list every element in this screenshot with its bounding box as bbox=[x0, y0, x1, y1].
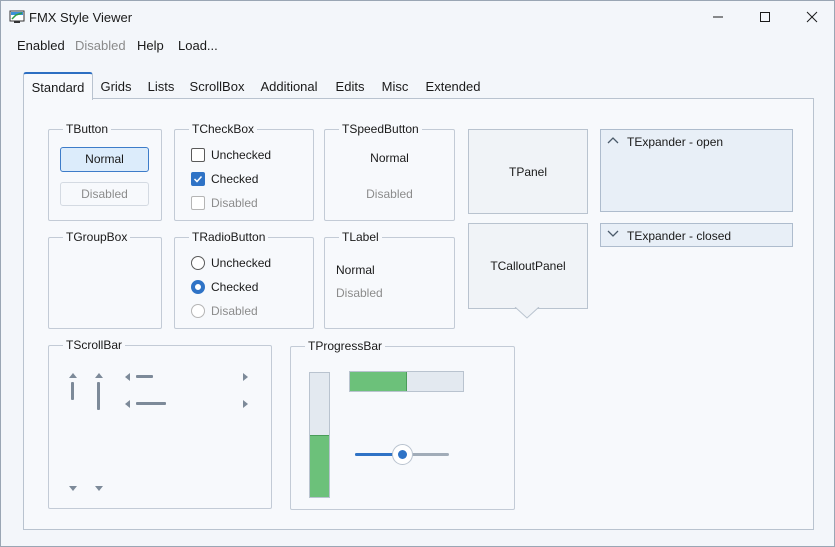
group-tcheckbox: TCheckBox Unchecked Checked Disabled bbox=[174, 122, 314, 221]
title-bar: FMX Style Viewer bbox=[1, 1, 834, 33]
group-title-tbutton: TButton bbox=[63, 122, 112, 136]
scroll-left-arrow-icon[interactable] bbox=[123, 372, 131, 382]
tpanel: TPanel bbox=[468, 129, 588, 214]
group-tlabel: TLabel Normal Disabled bbox=[324, 230, 455, 329]
close-button[interactable] bbox=[789, 1, 835, 33]
texpander-open: TExpander - open bbox=[600, 129, 793, 212]
tab-lists[interactable]: Lists bbox=[147, 79, 175, 94]
checkbox-checked[interactable] bbox=[191, 172, 205, 186]
trackbar-track[interactable] bbox=[355, 444, 449, 465]
horizontal-scrollbar-thumb[interactable] bbox=[136, 402, 166, 405]
group-title-tprogressbar: TProgressBar bbox=[305, 339, 386, 353]
tab-additional[interactable]: Additional bbox=[260, 79, 318, 94]
group-title-tlabel: TLabel bbox=[339, 230, 382, 244]
horizontal-progress-fill bbox=[350, 372, 407, 391]
vertical-progress-bar bbox=[309, 372, 330, 498]
disabled-button[interactable]: Disabled bbox=[60, 182, 149, 206]
group-title-tcheckbox: TCheckBox bbox=[189, 122, 258, 136]
scroll-left-arrow-icon[interactable] bbox=[123, 399, 131, 409]
normal-button[interactable]: Normal bbox=[60, 147, 149, 172]
menu-disabled[interactable]: Disabled bbox=[75, 38, 126, 53]
tab-edits[interactable]: Edits bbox=[335, 79, 365, 94]
radio-unchecked-row[interactable]: Unchecked bbox=[191, 256, 271, 270]
radio-checked-label: Checked bbox=[211, 280, 259, 294]
window-title: FMX Style Viewer bbox=[29, 10, 133, 25]
callout-pointer bbox=[514, 307, 540, 319]
checkbox-disabled-label: Disabled bbox=[211, 196, 258, 210]
radio-disabled-label: Disabled bbox=[211, 304, 258, 318]
radio-disabled-row[interactable]: Disabled bbox=[191, 304, 258, 318]
texpander-closed: TExpander - closed bbox=[600, 223, 793, 247]
group-tbutton: TButton Normal Disabled bbox=[48, 122, 162, 221]
scroll-down-arrow-icon[interactable] bbox=[68, 485, 78, 493]
group-tprogressbar: TProgressBar bbox=[290, 339, 515, 510]
tab-strip: Standard Grids Lists ScrollBox Additiona… bbox=[23, 72, 813, 100]
tab-extended[interactable]: Extended bbox=[425, 79, 481, 94]
app-icon bbox=[9, 10, 25, 23]
group-tscrollbar: TScrollBar bbox=[48, 338, 272, 509]
maximize-icon bbox=[760, 12, 770, 22]
tab-scrollbox[interactable]: ScrollBox bbox=[189, 79, 245, 94]
vertical-scrollbar-thumb[interactable] bbox=[97, 382, 100, 410]
texpander-open-label[interactable]: TExpander - open bbox=[627, 135, 724, 149]
label-disabled: Disabled bbox=[336, 286, 383, 300]
radio-unchecked-label: Unchecked bbox=[211, 256, 272, 270]
radio-checked-row[interactable]: Checked bbox=[191, 280, 258, 294]
trackbar-fill bbox=[355, 453, 402, 456]
tcalloutpanel: TCalloutPanel bbox=[468, 223, 588, 309]
checkmark-icon bbox=[193, 175, 203, 183]
group-title-tspeedbutton: TSpeedButton bbox=[339, 122, 422, 136]
group-title-tgroupbox: TGroupBox bbox=[63, 230, 131, 244]
maximize-button[interactable] bbox=[742, 1, 788, 33]
scroll-down-arrow-icon[interactable] bbox=[94, 485, 104, 493]
checkbox-checked-label: Checked bbox=[211, 172, 259, 186]
horizontal-scrollbar-thumb[interactable] bbox=[136, 375, 153, 378]
chevron-down-icon[interactable] bbox=[607, 229, 619, 239]
tcalloutpanel-label: TCalloutPanel bbox=[490, 259, 566, 273]
group-tgroupbox: TGroupBox bbox=[48, 230, 162, 329]
scroll-right-arrow-icon[interactable] bbox=[242, 372, 250, 382]
tab-standard[interactable]: Standard bbox=[23, 72, 93, 100]
trackbar-thumb-dot bbox=[398, 450, 407, 459]
radio-checked[interactable] bbox=[191, 280, 205, 294]
checkbox-unchecked[interactable] bbox=[191, 148, 205, 162]
checkbox-disabled[interactable] bbox=[191, 196, 205, 210]
label-normal: Normal bbox=[336, 263, 375, 277]
group-tspeedbutton: TSpeedButton Normal Disabled bbox=[324, 122, 455, 221]
radio-unchecked[interactable] bbox=[191, 256, 205, 270]
group-title-tradiobutton: TRadioButton bbox=[189, 230, 269, 244]
menu-load[interactable]: Load... bbox=[178, 38, 218, 53]
minimize-button[interactable] bbox=[695, 1, 741, 33]
group-title-tscrollbar: TScrollBar bbox=[63, 338, 126, 352]
menu-enabled[interactable]: Enabled bbox=[17, 38, 65, 53]
scroll-up-arrow-icon[interactable] bbox=[94, 371, 104, 379]
checkbox-unchecked-row[interactable]: Unchecked bbox=[191, 148, 271, 162]
radio-disabled[interactable] bbox=[191, 304, 205, 318]
tab-misc[interactable]: Misc bbox=[381, 79, 409, 94]
texpander-closed-label[interactable]: TExpander - closed bbox=[627, 229, 732, 243]
trackbar-thumb[interactable] bbox=[392, 444, 413, 465]
menu-help[interactable]: Help bbox=[137, 38, 164, 53]
checkbox-checked-row[interactable]: Checked bbox=[191, 172, 258, 186]
chevron-up-icon[interactable] bbox=[607, 135, 619, 145]
vertical-scrollbar-thumb[interactable] bbox=[71, 382, 74, 400]
checkbox-unchecked-label: Unchecked bbox=[211, 148, 272, 162]
speedbutton-normal[interactable]: Normal bbox=[370, 151, 409, 165]
checkbox-disabled-row[interactable]: Disabled bbox=[191, 196, 258, 210]
tpanel-label: TPanel bbox=[508, 164, 548, 179]
tab-grids[interactable]: Grids bbox=[100, 79, 132, 94]
speedbutton-disabled[interactable]: Disabled bbox=[366, 187, 413, 201]
scroll-right-arrow-icon[interactable] bbox=[242, 399, 250, 409]
scroll-up-arrow-icon[interactable] bbox=[68, 371, 78, 379]
vertical-progress-fill bbox=[310, 435, 329, 497]
horizontal-progress-bar bbox=[349, 371, 464, 392]
close-icon bbox=[806, 11, 818, 23]
menu-bar: Enabled Disabled Help Load... bbox=[1, 36, 834, 56]
group-tradiobutton: TRadioButton Unchecked Checked Disabled bbox=[174, 230, 314, 329]
minimize-icon bbox=[713, 16, 723, 18]
